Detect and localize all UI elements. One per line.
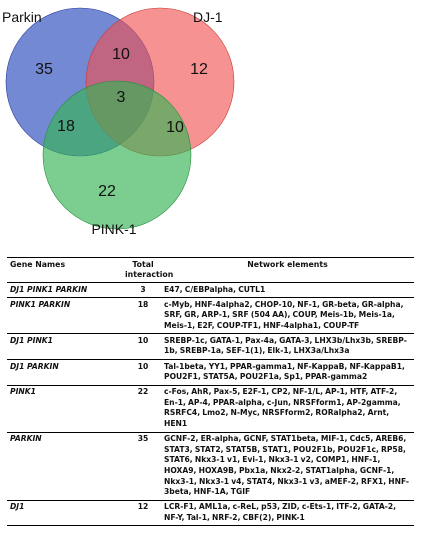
total-interaction-cell: 12 [125,500,161,527]
table-row: PINK1 22 c-Fos, AhR, Pax-5, E2F-1, CP2, … [7,385,414,433]
gene-name-cell: PINK1 PARKIN [7,297,125,335]
dj1-set-label: DJ-1 [193,9,223,25]
gene-name-cell: DJ1 PINK1 PARKIN [7,282,125,299]
network-elements-cell: c-Myb, HNF-4alpha2, CHOP-10, NF-1, GR-be… [161,297,414,335]
count-parkin-only: 35 [35,61,53,78]
total-interaction-cell: 10 [125,359,161,386]
count-all-three: 3 [117,89,126,106]
pink1-circle [42,80,192,230]
network-elements-cell: E47, C/EBPalpha, CUTL1 [161,282,414,299]
gene-interaction-table: Gene Names Total interaction Network ele… [7,257,414,527]
header-total-interaction: Total interaction [125,257,173,283]
network-elements-cell: GCNF-2, ER-alpha, GCNF, STAT1beta, MIF-1… [161,432,414,501]
network-elements-cell: LCR-F1, AML1a, c-ReL, p53, ZID, c-Ets-1,… [161,500,414,527]
table-header-row: Gene Names Total interaction Network ele… [7,257,414,283]
gene-name-cell: DJ1 [7,500,125,527]
gene-name-cell: DJ1 PINK1 [7,333,125,361]
total-interaction-cell: 3 [125,282,161,299]
total-interaction-cell: 22 [125,385,161,433]
header-network-elements: Network elements [161,257,414,283]
network-elements-cell: c-Fos, AhR, Pax-5, E2F-1, CP2, NF-1/L, A… [161,385,414,433]
total-interaction-cell: 18 [125,297,161,335]
count-parkin-dj1: 10 [112,46,130,63]
table-row: PINK1 PARKIN 18 c-Myb, HNF-4alpha2, CHOP… [7,297,414,335]
table-row: DJ1 PINK1 10 SREBP-1c, GATA-1, Pax-4a, G… [7,333,414,361]
count-dj1-only: 12 [190,61,208,78]
network-elements-cell: Tal-1beta, YY1, PPAR-gamma1, NF-KappaB, … [161,359,414,386]
pink1-set-label: PINK-1 [91,221,136,237]
table-row: DJ1 12 LCR-F1, AML1a, c-ReL, p53, ZID, c… [7,500,414,527]
count-pink1-only: 22 [98,183,116,200]
gene-name-cell: PINK1 [7,385,125,433]
table-row: DJ1 PINK1 PARKIN 3 E47, C/EBPalpha, CUTL… [7,282,414,299]
table-row: DJ1 PARKIN 10 Tal-1beta, YY1, PPAR-gamma… [7,359,414,386]
table-row: PARKIN 35 GCNF-2, ER-alpha, GCNF, STAT1b… [7,432,414,501]
network-elements-cell: SREBP-1c, GATA-1, Pax-4a, GATA-3, LHX3b/… [161,333,414,361]
count-parkin-pink1: 18 [57,118,75,135]
total-interaction-cell: 35 [125,432,161,501]
parkin-set-label: Parkin [2,9,42,25]
gene-name-cell: DJ1 PARKIN [7,359,125,386]
gene-name-cell: PARKIN [7,432,125,501]
venn-diagram: Parkin DJ-1 PINK-1 35 12 10 3 18 10 22 [2,7,235,237]
header-gene-names: Gene Names [7,257,125,283]
count-dj1-pink1: 10 [166,119,184,136]
total-interaction-cell: 10 [125,333,161,361]
